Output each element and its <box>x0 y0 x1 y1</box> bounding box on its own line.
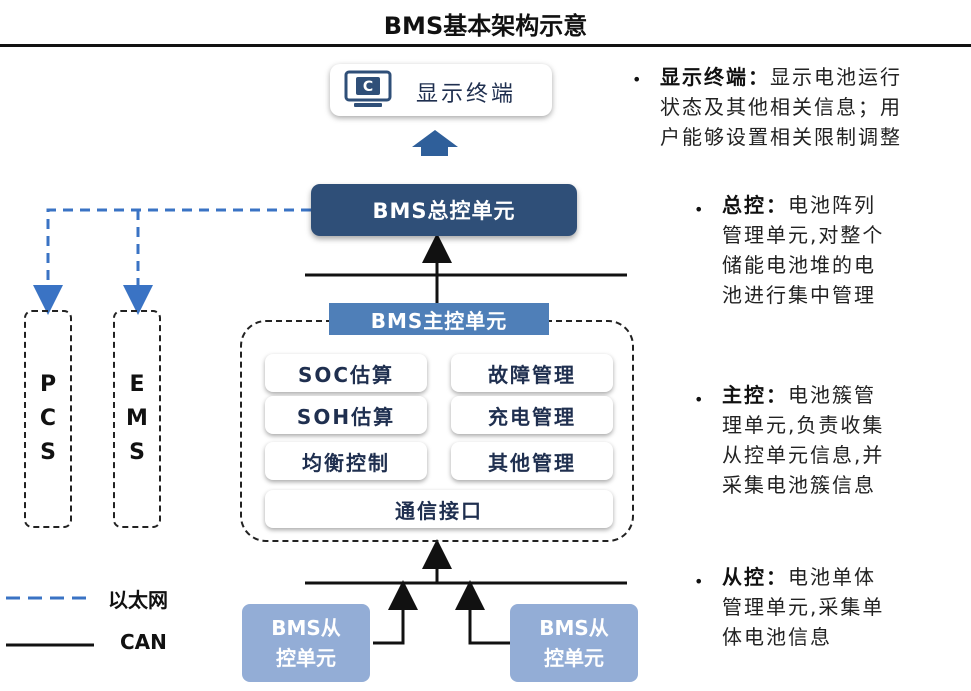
display-terminal-label: 显示终端 <box>416 82 517 107</box>
desc-slave-control: 从控：电池单体 管理单元,采集单 体电池信息 <box>722 562 962 652</box>
desc-line: 管理单元,对整个 <box>722 223 885 247</box>
monitor-icon: C <box>344 70 392 107</box>
slave-line2: 控单元 <box>544 646 604 670</box>
bullet-icon: • <box>694 200 704 219</box>
desc-master-control: 主控：电池簇管 理单元,负责收集 从控单元信息,并 采集电池簇信息 <box>722 380 962 500</box>
display-terminal-box: C 显示终端 <box>330 64 552 116</box>
slave-right-connector <box>455 580 510 645</box>
title-rule <box>0 44 971 47</box>
legend-ethernet-label: 以太网 <box>108 588 168 612</box>
desc-line: 体电池信息 <box>722 625 832 649</box>
desc-line: 状态及其他相关信息；用 <box>660 95 902 119</box>
desc-line: 理单元,负责收集 <box>722 413 885 437</box>
ems-letter: M <box>126 406 148 431</box>
ems-box: E M S <box>113 310 161 528</box>
desc-total-control: 总控：电池阵列 管理单元,对整个 储能电池堆的电 池进行集中管理 <box>722 190 962 310</box>
pcs-letter: P <box>39 372 57 397</box>
desc-line: 电池阵列 <box>788 193 876 217</box>
desc-head: 从控： <box>722 565 788 589</box>
monitor-icon-glyph: C <box>363 79 373 95</box>
desc-line: 显示电池运行 <box>770 65 902 89</box>
desc-line: 电池簇管 <box>788 383 876 407</box>
pcs-letter: S <box>40 440 56 465</box>
display-up-arrow <box>412 130 458 156</box>
desc-line: 从控单元信息,并 <box>722 443 885 467</box>
communication-interface-box: 通信接口 <box>265 490 613 528</box>
desc-line: 采集电池簇信息 <box>722 473 876 497</box>
ems-letter: E <box>129 372 145 397</box>
soh-estimation-box: SOH估算 <box>265 396 427 434</box>
slave-left-connector <box>373 580 418 645</box>
legend-can-label: CAN <box>120 630 167 654</box>
desc-line: 池进行集中管理 <box>722 283 876 307</box>
desc-line: 户能够设置相关限制调整 <box>660 125 902 149</box>
desc-line: 储能电池堆的电 <box>722 253 876 277</box>
ems-letter: S <box>129 440 145 465</box>
desc-line: 管理单元,采集单 <box>722 595 885 619</box>
ethernet-line-pcs <box>33 208 311 315</box>
slave-line1: BMS从 <box>271 616 341 640</box>
bms-master-control-label: BMS主控单元 <box>329 303 549 335</box>
desc-head: 主控： <box>722 383 788 407</box>
desc-head: 显示终端： <box>660 65 770 89</box>
slave-line1: BMS从 <box>539 616 609 640</box>
desc-line: 电池单体 <box>788 565 876 589</box>
fault-management-box: 故障管理 <box>451 354 613 392</box>
bullet-icon: • <box>694 572 704 591</box>
bullet-icon: • <box>694 390 704 409</box>
diagram-title: BMS基本架构示意 <box>383 12 588 40</box>
bullet-icon: • <box>632 70 642 89</box>
pcs-box: P C S <box>24 310 72 528</box>
bms-slave-unit-left: BMS从 控单元 <box>242 604 370 682</box>
slave-line2: 控单元 <box>276 646 336 670</box>
other-management-box: 其他管理 <box>451 442 613 480</box>
soc-estimation-box: SOC估算 <box>265 354 427 392</box>
balance-control-box: 均衡控制 <box>265 442 427 480</box>
bms-total-control-box: BMS总控单元 <box>311 184 577 236</box>
charge-management-box: 充电管理 <box>451 396 613 434</box>
desc-head: 总控： <box>722 193 788 217</box>
desc-display-terminal: 显示终端：显示电池运行 状态及其他相关信息；用 户能够设置相关限制调整 <box>660 62 966 152</box>
bms-slave-unit-right: BMS从 控单元 <box>510 604 638 682</box>
pcs-letter: C <box>39 406 57 431</box>
